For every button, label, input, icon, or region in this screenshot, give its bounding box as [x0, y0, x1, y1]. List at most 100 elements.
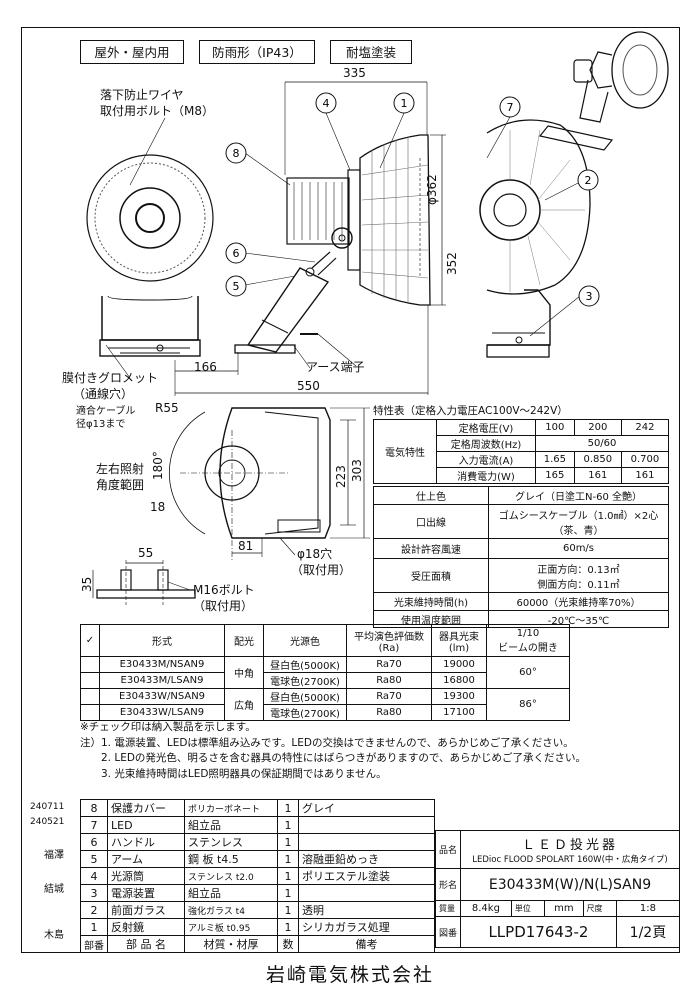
check-box[interactable]: [80, 704, 100, 721]
part-qty: 1: [277, 867, 299, 885]
model-header: 形式: [99, 624, 225, 657]
check-header: ✓: [80, 624, 100, 657]
side-view: [174, 81, 446, 396]
model-name: E30433M/LSAN9: [99, 672, 225, 689]
dim-223: 223: [334, 465, 348, 488]
technical-drawing: [86, 31, 669, 605]
dim-55: 55: [138, 546, 154, 560]
part-qty: 1: [277, 850, 299, 868]
lm-cell: 19000: [431, 656, 487, 673]
callout-angle-2: 角度範囲: [96, 478, 145, 492]
part-qty: 1: [277, 833, 299, 851]
unit-value: mm: [544, 900, 584, 917]
check-box[interactable]: [80, 672, 100, 689]
svg-text:7: 7: [507, 101, 514, 114]
scale-value: 1:8: [615, 900, 681, 917]
callout-earth-terminal: アース端子: [306, 360, 365, 374]
svg-text:6: 6: [233, 247, 240, 260]
part-qty: 1: [277, 799, 299, 817]
part-marker-layer: 1 2 3 4 5 6 7 8: [225, 92, 600, 307]
plan-view: [168, 407, 370, 560]
svg-text:5: 5: [233, 280, 240, 293]
badge-salt-resistant: 耐塩塗装: [330, 40, 412, 64]
callout-wire-1: 落下防止ワイヤ: [100, 88, 184, 102]
prop-label: 口出線: [373, 504, 489, 539]
part-marker-3: 3: [578, 285, 600, 307]
spec-group: 電気特性: [373, 419, 437, 484]
callout-bolt-1: M16ボルト: [193, 583, 255, 597]
part-material: ステンレス t2.0: [184, 867, 278, 885]
check-box[interactable]: [80, 688, 100, 705]
prop-label: 受圧面積: [373, 558, 489, 593]
part-no: 7: [80, 816, 108, 834]
svg-text:2: 2: [585, 174, 592, 187]
zuban-label: 図番: [434, 916, 462, 948]
drawing-frame: [21, 27, 680, 953]
part-material: ポリカーボネート: [184, 799, 278, 817]
spec-cell: 1.65: [535, 451, 575, 468]
lm-header-unit: (lm): [448, 642, 470, 654]
color-cell: 電球色(2700K): [263, 704, 347, 721]
part-remark: [298, 833, 435, 851]
callout-hole-2: （取付用）: [291, 563, 352, 577]
part-remark: [298, 816, 435, 834]
part-no: 8: [80, 799, 108, 817]
dim-362: φ362: [425, 174, 439, 205]
spec-label: 定格周波数(Hz): [436, 435, 536, 452]
dim-180deg: 180°: [151, 451, 165, 480]
prop-value: 60000（光束維持率70%）: [488, 592, 669, 611]
product-name: ＬＥＤ投光器: [522, 838, 619, 853]
prop-value: ゴムシースケーブル（1.0㎟）×2心: [498, 510, 659, 522]
prop-label: 設計許容風速: [373, 538, 489, 559]
lm-cell: 19300: [431, 688, 487, 705]
signature-1: 福澤: [44, 850, 64, 861]
model-number: E30433M(W)/N(L)SAN9: [460, 868, 680, 901]
note-line: 2. LEDの発光色、明るさを含む器具の特性にはばらつきがありますので、あらかじ…: [80, 752, 587, 764]
svg-text:1: 1: [401, 97, 408, 110]
dim-81: 81: [238, 539, 254, 553]
dim-335: 335: [343, 66, 366, 80]
spec-title: 特性表（定格入力電圧AC100V～242V）: [373, 405, 568, 417]
dist-header: 配光: [224, 624, 264, 657]
hin-label: 品名: [434, 830, 462, 869]
beam-cell: 60°: [486, 656, 570, 689]
part-name: 前面ガラス: [107, 901, 185, 919]
scale-label: 尺度: [582, 900, 617, 917]
color-cell: 昼白色(5000K): [263, 656, 347, 673]
part-remark: グレイ: [298, 799, 435, 817]
beam-cell: 86°: [486, 688, 570, 721]
note-line: ※チェック印は納入製品を示します。: [80, 721, 256, 733]
model-name: E30433W/NSAN9: [99, 688, 225, 705]
callout-cable-1: 適合ケーブル: [76, 406, 136, 417]
spec-label: 入力電流(A): [436, 451, 536, 468]
ra-cell: Ra70: [346, 656, 432, 673]
front-view: [479, 119, 591, 358]
mass-label: 質量: [434, 900, 462, 917]
bolt-detail: [92, 560, 196, 605]
spec-cell: 161: [620, 467, 670, 484]
part-remark: 透明: [298, 901, 435, 919]
part-marker-8: 8: [225, 142, 247, 164]
prop-value: 60m/s: [488, 538, 669, 559]
callout-bolt-2: （取付用）: [193, 599, 254, 613]
part-material: アルミ板 t0.95: [184, 918, 278, 936]
dist-cell: 広角: [224, 688, 264, 721]
spec-cell: 165: [535, 467, 575, 484]
unit-label: 単位: [510, 900, 546, 917]
part-qty: 1: [277, 816, 299, 834]
check-box[interactable]: [80, 656, 100, 673]
part-name: LED: [107, 816, 185, 834]
part-name: ハンドル: [107, 833, 185, 851]
svg-text:4: 4: [323, 97, 330, 110]
part-name: 光源筒: [107, 867, 185, 885]
spec-table: 電気特性 定格電圧(V) 100 200 242 定格周波数(Hz) 50/60…: [373, 419, 670, 484]
spec-label: 消費電力(W): [436, 467, 536, 484]
dim-r55: R55: [155, 401, 179, 415]
properties-table: 仕上色グレイ（日塗工N-60 全艶） 口出線ゴムシースケーブル（1.0㎟）×2心…: [373, 486, 669, 628]
dist-cell: 中角: [224, 656, 264, 689]
part-marker-6: 6: [225, 242, 247, 264]
part-no: 5: [80, 850, 108, 868]
part-no: 4: [80, 867, 108, 885]
